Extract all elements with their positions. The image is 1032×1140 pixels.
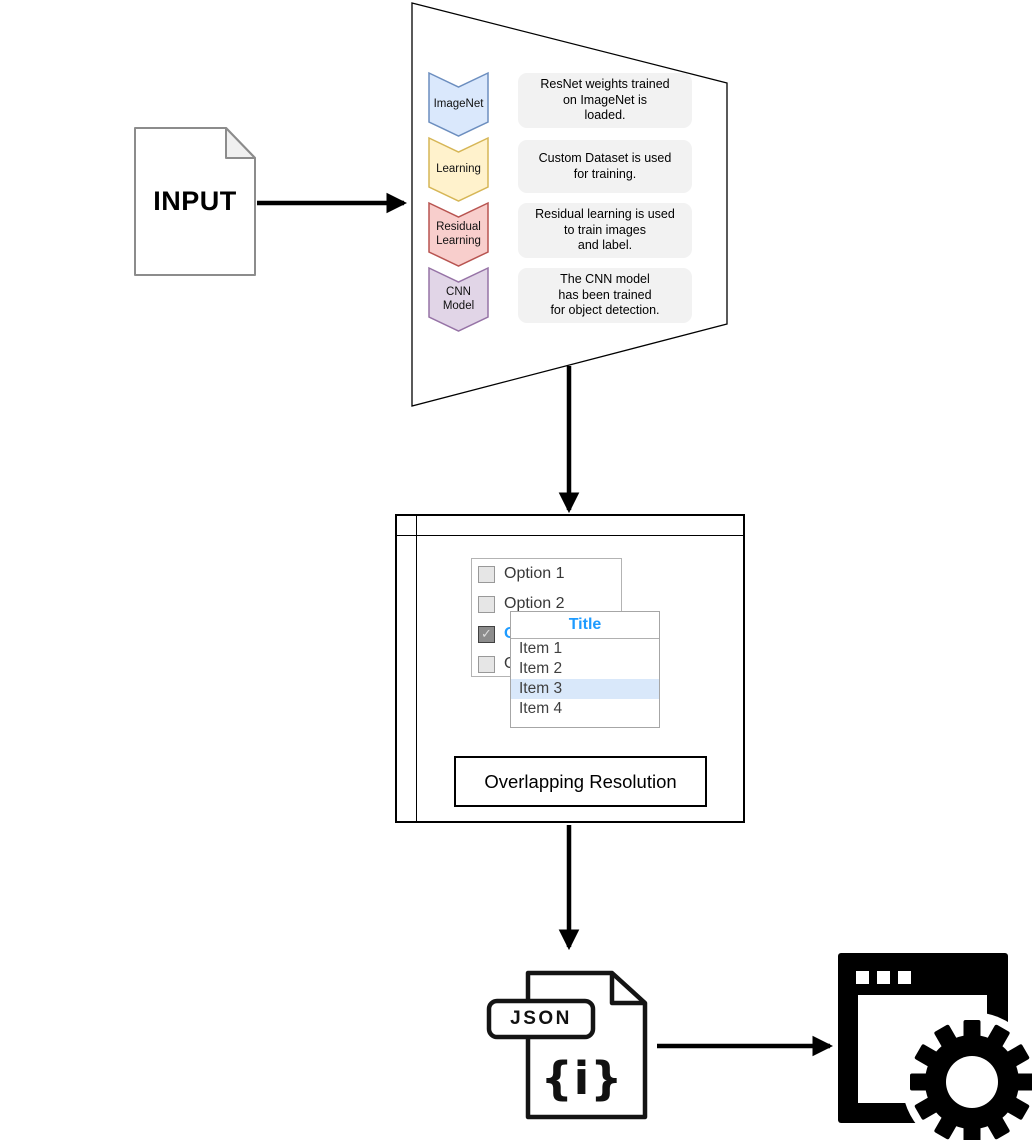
stage-label-cnn-model: CNN Model — [442, 286, 475, 312]
stage-description-cnn-model: The CNN model has been trained for objec… — [518, 268, 692, 323]
dropdown-item-1[interactable]: Item 1 — [519, 640, 563, 657]
stage-description-residual-learning: Residual learning is used to train image… — [518, 203, 692, 258]
json-badge — [486, 998, 596, 1040]
window-dot-2 — [877, 971, 890, 984]
json-badge-label: JSON — [510, 1008, 572, 1029]
stage-label-learning: Learning — [436, 162, 481, 175]
stage-label-residual-learning: Residual Learning — [436, 221, 481, 247]
dropdown-item-2[interactable]: Item 2 — [519, 660, 563, 677]
input-document-icon — [134, 127, 256, 276]
stage-description-imagenet: ResNet weights trained on ImageNet is lo… — [518, 73, 692, 128]
window-dot-1 — [856, 971, 869, 984]
dropdown-item-4[interactable]: Item 4 — [519, 700, 563, 717]
stage-chevron-imagenet — [428, 71, 489, 137]
option-label: Option 2 — [504, 595, 565, 612]
dropdown-panel: Title Item 1 Item 2 Item 3 Item 4 — [510, 611, 660, 728]
option-row-2[interactable]: Option 2 — [478, 589, 621, 619]
stage-label-imagenet: ImageNet — [433, 97, 484, 110]
option-row-1[interactable]: Option 1 — [478, 559, 621, 589]
json-braces-glyph: {i} — [540, 1051, 624, 1105]
folded-corner — [225, 127, 256, 159]
stage-chevron-residual-learning — [428, 201, 489, 267]
window-sidebar-divider — [416, 516, 417, 821]
dropdown-title: Title — [511, 612, 659, 639]
stage-chevron-cnn-model — [428, 266, 489, 332]
window-header-divider — [397, 535, 743, 536]
overlapping-resolution-box: Overlapping Resolution — [454, 756, 707, 807]
gear-icon — [910, 1020, 1032, 1140]
option-label: Option 1 — [504, 565, 565, 582]
dropdown-item-3-highlighted[interactable]: Item 3 — [511, 679, 659, 699]
checkbox-option-1[interactable] — [478, 565, 495, 583]
window-dot-3 — [898, 971, 911, 984]
input-label: INPUT — [153, 186, 237, 216]
checkbox-option-2[interactable] — [478, 595, 495, 613]
stage-chevron-learning — [428, 136, 489, 202]
json-file-icon — [486, 970, 648, 1120]
json-folded-corner — [609, 973, 645, 1006]
checkbox-option-4[interactable] — [478, 655, 495, 673]
stage-description-learning: Custom Dataset is used for training. — [518, 140, 692, 193]
checkbox-option-3-checked[interactable]: ✓ — [478, 625, 495, 643]
browser-gear-icon — [838, 953, 1032, 1140]
